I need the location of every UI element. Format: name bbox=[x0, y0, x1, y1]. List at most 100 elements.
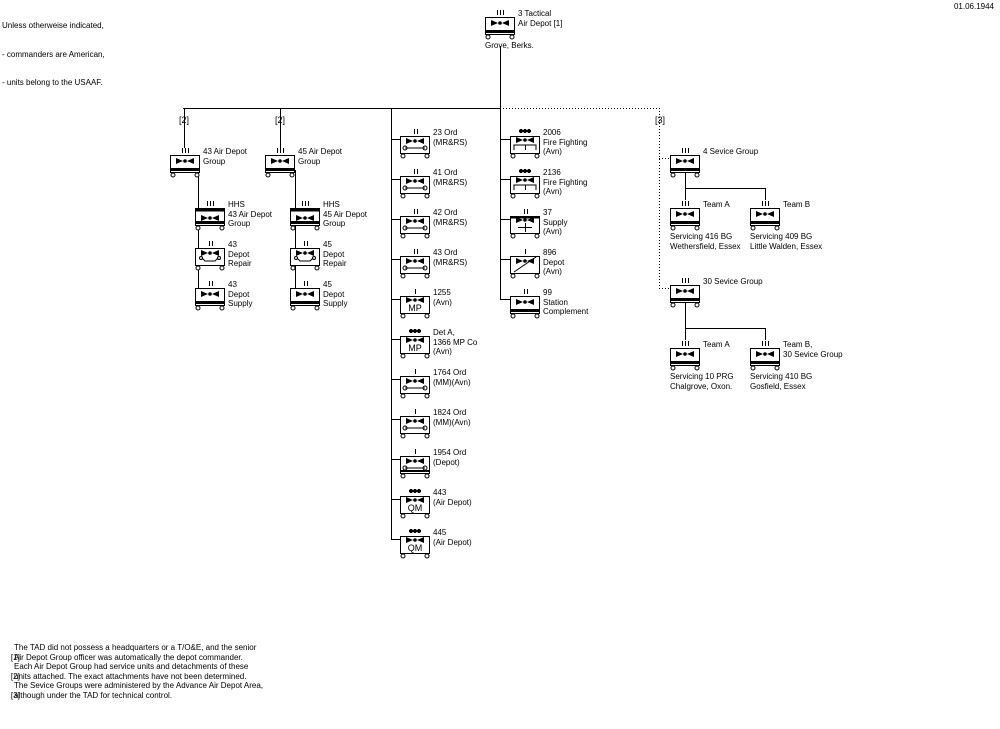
unit-o41 bbox=[400, 168, 432, 199]
unit-label-line: 30 Sevice Group bbox=[783, 349, 843, 359]
unit-label-line: Depot bbox=[323, 249, 345, 259]
unit-sg4b bbox=[750, 200, 782, 231]
footnote-2-line-1: Each Air Depot Group had service units a… bbox=[14, 662, 249, 671]
unit-label-line: 4 Sevice Group bbox=[703, 147, 759, 156]
unit-symbol-qm443: QM bbox=[400, 489, 430, 519]
unit-sg4a bbox=[670, 200, 702, 231]
unit-symbol-ff2006 bbox=[510, 129, 540, 159]
unit-label-line: 42 Ord bbox=[433, 208, 458, 217]
unit-label-qm443: 443(Air Depot) bbox=[433, 488, 472, 507]
unit-symbol-qm445: QM bbox=[400, 529, 430, 559]
unit-caption-line: Chalgrove, Oxon. bbox=[670, 381, 733, 391]
unit-label-line: 1764 Ord bbox=[433, 368, 467, 377]
svg-text:QM: QM bbox=[408, 503, 423, 513]
unit-label-line: (Avn) bbox=[543, 187, 562, 196]
unit-symbol-st99 bbox=[510, 289, 540, 319]
unit-label-line: 2136 bbox=[543, 168, 561, 177]
unit-symbol-sg4 bbox=[670, 148, 700, 178]
unit-sup43 bbox=[195, 280, 227, 311]
unit-symbol-o41 bbox=[400, 169, 430, 199]
unit-label-line: 45 bbox=[323, 280, 332, 289]
unit-label-line: 43 Ord bbox=[433, 248, 458, 257]
unit-o23 bbox=[400, 128, 432, 159]
unit-label-line: (MM)(Avn) bbox=[433, 417, 471, 427]
unit-symbol-sg4b bbox=[750, 201, 780, 231]
bracket-note-3: [3] bbox=[655, 115, 666, 125]
unit-sg30b bbox=[750, 340, 782, 371]
footnote-1-line-1: The TAD did not possess a headquarters o… bbox=[14, 643, 257, 652]
unit-label-line: 2006 bbox=[543, 128, 561, 137]
unit-label-sg4a: Team A bbox=[703, 200, 730, 210]
unit-sg30a bbox=[670, 340, 702, 371]
chart-date: 01.06.1944 bbox=[953, 2, 994, 11]
unit-label-line: (MR&RS) bbox=[433, 137, 468, 147]
unit-label-line: Supply bbox=[323, 299, 348, 308]
unit-label-line: Team A bbox=[703, 340, 730, 349]
unit-label-mp1366: Det A,1366 MP Co(Avn) bbox=[433, 328, 477, 357]
svg-text:MP: MP bbox=[408, 343, 422, 353]
unit-label-sg4: 4 Sevice Group bbox=[703, 147, 758, 157]
unit-label-o1954: 1954 Ord(Depot) bbox=[433, 448, 466, 467]
unit-label-line: HHS bbox=[323, 200, 340, 209]
unit-label-o23: 23 Ord(MR&RS) bbox=[433, 128, 467, 147]
unit-label-line: 43 Air Depot bbox=[203, 147, 248, 156]
unit-symbol-o1954 bbox=[400, 449, 430, 479]
unit-label-line: Repair bbox=[323, 259, 347, 268]
unit-label-line: Team A bbox=[703, 200, 730, 209]
unit-label-line: Group bbox=[323, 219, 346, 228]
unit-label-line: 3 Tactical bbox=[518, 9, 552, 18]
unit-caption-line: Little Walden, Essex bbox=[750, 241, 823, 251]
unit-label-sg30a: Team A bbox=[703, 340, 730, 350]
unit-symbol-tad bbox=[485, 10, 515, 40]
unit-caption-line: Wethersfield, Essex bbox=[670, 241, 741, 251]
unit-symbol-sg4a bbox=[670, 201, 700, 231]
unit-label-sg30: 30 Sevice Group bbox=[703, 277, 763, 287]
unit-label-line: Air Depot [1] bbox=[518, 18, 563, 28]
unit-label-o43: 43 Ord(MR&RS) bbox=[433, 248, 467, 267]
footnote-3-number: [3] bbox=[10, 690, 20, 700]
header-note-line-3: - units belong to the USAAF. bbox=[2, 78, 103, 87]
unit-label-qm445: 445(Air Depot) bbox=[433, 528, 472, 547]
unit-label-line: (Air Depot) bbox=[433, 537, 472, 547]
footnote-1-number: [1] bbox=[10, 652, 20, 662]
unit-label-line: 896 bbox=[543, 248, 557, 257]
unit-rep45 bbox=[290, 240, 322, 271]
unit-label-o41: 41 Ord(MR&RS) bbox=[433, 168, 467, 187]
unit-ff2006 bbox=[510, 128, 542, 159]
unit-symbol-sg30a bbox=[670, 341, 700, 371]
unit-label-line: (MR&RS) bbox=[433, 177, 468, 187]
unit-o42 bbox=[400, 208, 432, 239]
footnote-3: [3] The Sevice Groups were administered … bbox=[2, 681, 263, 729]
unit-label-line: Team B, bbox=[783, 340, 813, 349]
unit-symbol-mp1366: MP bbox=[400, 329, 430, 359]
unit-symbol-o42 bbox=[400, 209, 430, 239]
unit-symbol-rep43 bbox=[195, 241, 225, 271]
unit-label-line: Depot bbox=[543, 257, 565, 267]
unit-label-line: (Avn) bbox=[543, 227, 562, 236]
unit-label-line: 41 Ord bbox=[433, 168, 458, 177]
unit-tad bbox=[485, 9, 517, 40]
unit-o43 bbox=[400, 248, 432, 279]
unit-symbol-o43 bbox=[400, 249, 430, 279]
unit-symbol-rep45 bbox=[290, 241, 320, 271]
unit-symbol-sup45 bbox=[290, 281, 320, 311]
unit-sg30 bbox=[670, 277, 702, 308]
unit-qm443: QM bbox=[400, 488, 432, 519]
unit-o1824 bbox=[400, 408, 432, 439]
unit-label-line: Supply bbox=[543, 217, 568, 227]
unit-label-line: Fire Fighting bbox=[543, 137, 588, 147]
unit-label-sg30b: Team B,30 Sevice Group bbox=[783, 340, 843, 359]
unit-o1764 bbox=[400, 368, 432, 399]
unit-label-line: (Air Depot) bbox=[433, 497, 472, 507]
unit-dep896 bbox=[510, 248, 542, 279]
unit-label-line: 45 bbox=[323, 240, 332, 249]
unit-st99 bbox=[510, 288, 542, 319]
svg-text:MP: MP bbox=[408, 303, 422, 313]
unit-label-line: Depot bbox=[228, 289, 250, 299]
